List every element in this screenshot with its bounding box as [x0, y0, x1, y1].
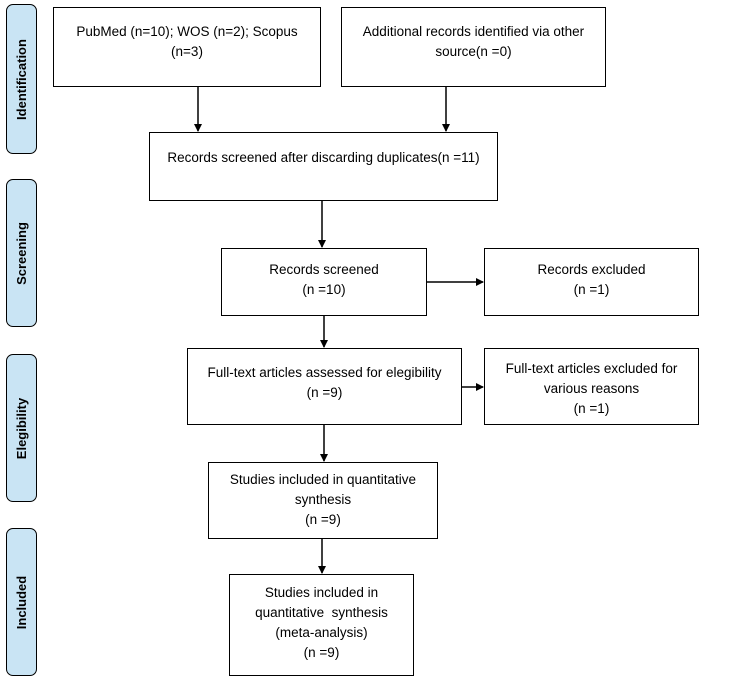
duplicates-line-1: Records screened after discarding duplic…: [167, 150, 480, 165]
screened-line-2: (n =10): [302, 282, 346, 297]
pubmed-line-1: PubMed (n=10); WOS (n=2); Scopus: [76, 24, 298, 39]
quantitative-line-2: synthesis: [294, 492, 352, 507]
meta-line-3: (meta-analysis): [275, 625, 368, 640]
quantitative-synthesis-box: Studies included in quantitative synthes…: [208, 462, 438, 539]
additional-records-box: Additional records identified via other …: [341, 7, 606, 87]
stage-included: Included: [6, 528, 37, 676]
meta-line-2: quantitative synthesis: [255, 605, 388, 620]
fulltext-assessed-box: Full-text articles assessed for elegibil…: [187, 348, 462, 425]
pubmed-box: PubMed (n=10); WOS (n=2); Scopus (n=3): [53, 7, 321, 87]
quantitative-line-3: (n =9): [305, 512, 341, 527]
stage-eligibility: Elegibility: [6, 354, 37, 502]
pubmed-line-2: (n=3): [171, 44, 203, 59]
stage-identification: Identification: [6, 4, 37, 154]
meta-analysis-box: Studies included in quantitative synthes…: [229, 574, 414, 676]
fulltext-excluded-line-2: various reasons: [543, 381, 640, 396]
excluded-line-2: (n =1): [573, 282, 610, 297]
quantitative-line-1: Studies included in quantitative: [229, 472, 417, 487]
meta-line-1: Studies included in: [264, 585, 379, 600]
stage-screening: Screening: [6, 179, 37, 327]
duplicates-box: Records screened after discarding duplic…: [149, 132, 498, 201]
excluded-line-1: Records excluded: [537, 262, 646, 277]
records-excluded-box: Records excluded (n =1): [484, 248, 699, 316]
fulltext-excluded-line-1: Full-text articles excluded for: [505, 361, 678, 376]
additional-line-2: source(n =0): [435, 44, 512, 59]
meta-line-4: (n =9): [303, 645, 340, 660]
fulltext-excluded-line-3: (n =1): [573, 401, 610, 416]
records-screened-box: Records screened (n =10): [221, 248, 427, 316]
fulltext-excluded-box: Full-text articles excluded for various …: [484, 348, 699, 425]
screened-line-1: Records screened: [269, 262, 379, 277]
additional-line-1: Additional records identified via other: [362, 24, 585, 39]
fulltext-line-2: (n =9): [306, 385, 343, 400]
fulltext-line-1: Full-text articles assessed for elegibil…: [207, 365, 442, 380]
